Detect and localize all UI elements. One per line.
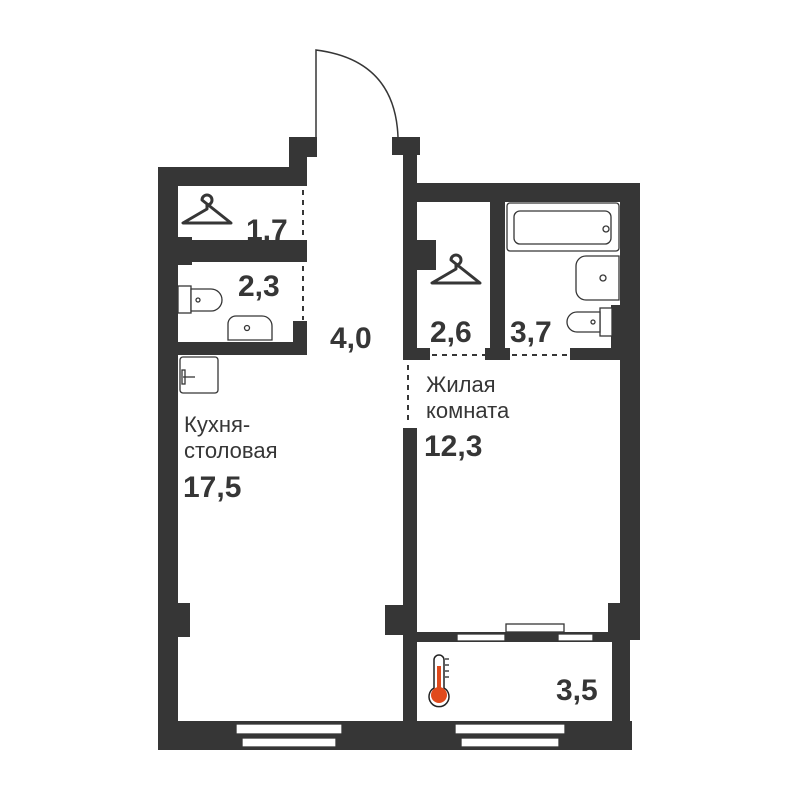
room-name-kitchen: Кухня- — [184, 412, 250, 437]
room-area-living: 12,3 — [424, 430, 482, 463]
toilet-icon — [177, 285, 223, 314]
hanger-icon — [181, 193, 233, 225]
room-area-loggia: 3,5 — [556, 674, 598, 707]
thermometer-icon — [428, 654, 450, 708]
room-name-kitchen-2: столовая — [184, 438, 278, 463]
room-name-living-2: комната — [426, 398, 510, 423]
bathtub-icon — [506, 202, 620, 252]
room-area-wardrobe-2: 2,6 — [430, 316, 472, 349]
stove-icon — [179, 356, 219, 394]
windows — [235, 623, 594, 748]
room-area-hallway: 4,0 — [330, 322, 372, 355]
toilet-icon — [566, 307, 613, 337]
sink-icon — [227, 315, 273, 341]
room-name-living: Жилая — [426, 372, 496, 397]
entrance-door-icon — [315, 49, 399, 138]
walls — [158, 137, 640, 750]
hanger-icon — [430, 253, 482, 285]
room-area-bathroom-1: 2,3 — [238, 270, 280, 303]
sink-icon — [575, 255, 620, 301]
room-area-kitchen: 17,5 — [183, 471, 241, 504]
room-area-bathroom-2: 3,7 — [510, 316, 552, 349]
room-area-wardrobe-1: 1,7 — [246, 214, 288, 247]
